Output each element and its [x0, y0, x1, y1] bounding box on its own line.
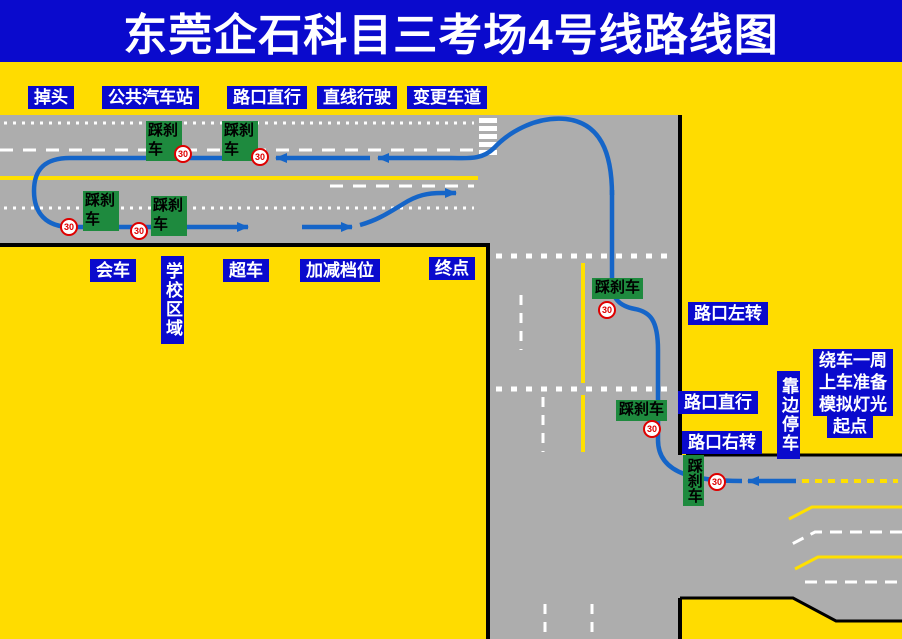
page-title: 东莞企石科目三考场4号线路线图 — [123, 11, 779, 60]
label-end-point: 终点 — [429, 257, 475, 280]
label-board-prepare: 上车准备 — [813, 371, 893, 394]
route-top-curve — [436, 116, 615, 196]
label-bus-station: 公共汽车站 — [102, 86, 199, 109]
bottom-lane-white-1 — [791, 530, 902, 546]
label-intersection-left-turn: 路口左转 — [688, 302, 768, 325]
speed-sign-1: 30 — [174, 145, 192, 163]
label-meet-vehicle: 会车 — [90, 259, 136, 282]
bottom-lane-yellow-1 — [788, 505, 902, 521]
label-brake-2: 踩刹车 — [222, 121, 258, 161]
bottom-lane-yellow-2 — [794, 555, 902, 571]
label-brake-6: 踩刹车 — [616, 400, 668, 421]
speed-sign-3: 30 — [60, 218, 78, 236]
speed-sign-6: 30 — [643, 420, 661, 438]
route-arrow-final — [359, 188, 457, 228]
road-bottom-right — [680, 455, 902, 621]
label-intersection-right-turn: 路口右转 — [682, 431, 762, 454]
label-intersection-straight-top: 路口直行 — [227, 86, 307, 109]
road-bottom-bottom-edge — [680, 596, 902, 623]
title-bar: 东莞企石科目三考场4号线路线图 — [0, 0, 902, 62]
label-simulate-lights: 模拟灯光 — [813, 393, 893, 416]
speed-sign-4: 30 — [130, 222, 148, 240]
road-edge-left — [0, 243, 490, 639]
route-uturn — [31, 155, 254, 230]
label-gear-shift: 加减档位 — [300, 259, 380, 282]
label-brake-3: 踩刹车 — [83, 191, 119, 231]
label-change-lane: 变更车道 — [407, 86, 487, 109]
label-brake-4: 踩刹车 — [151, 196, 187, 236]
label-brake-5: 踩刹车 — [592, 278, 644, 299]
label-start-point: 起点 — [827, 415, 873, 438]
label-school-zone: 学校区域 — [161, 256, 184, 344]
label-u-turn: 掉头 — [28, 86, 74, 109]
speed-sign-7: 30 — [708, 473, 726, 491]
label-pull-over: 靠边停车 — [777, 371, 800, 459]
speed-sign-5: 30 — [598, 301, 616, 319]
speed-sign-2: 30 — [251, 148, 269, 166]
label-intersection-straight-right: 路口直行 — [678, 391, 758, 414]
label-straight-driving: 直线行驶 — [317, 86, 397, 109]
label-overtake: 超车 — [223, 259, 269, 282]
label-circle-vehicle: 绕车一周 — [813, 349, 893, 372]
label-brake-7: 踩刹车 — [683, 455, 704, 506]
